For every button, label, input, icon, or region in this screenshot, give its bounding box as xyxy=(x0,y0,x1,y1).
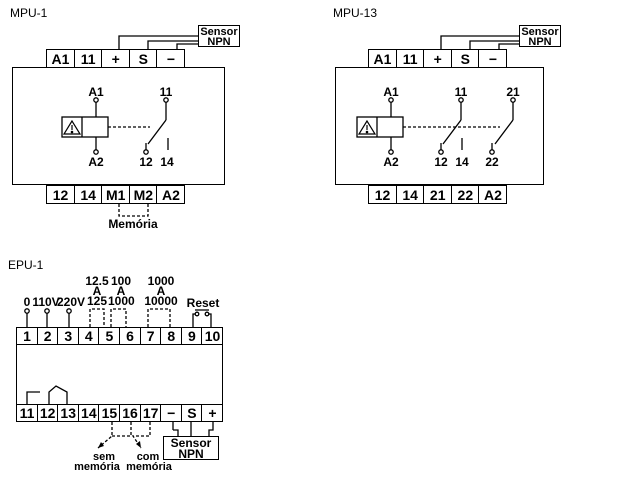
epu1-terminal-4: 4 xyxy=(77,327,100,345)
epu1-range3-top: 1000 xyxy=(147,274,175,288)
epu1-bottom-terminals: 11 12 13 14 15 16 17 − S + xyxy=(16,404,224,422)
mpu1-label-a1: A1 xyxy=(88,85,104,99)
epu1-body xyxy=(16,343,223,405)
mpu13-bottom-terminals: 12 14 21 22 A2 xyxy=(368,185,508,204)
mpu1-label-14: 14 xyxy=(160,155,174,169)
epu1-sem-memoria-line1: sem xyxy=(92,451,116,463)
epu1-voltage-0: 0 xyxy=(23,295,31,309)
mpu1-contact-blade xyxy=(147,119,167,145)
epu1-com-memoria-arrow xyxy=(136,441,141,448)
epu1-range2-mid: A xyxy=(116,284,126,298)
mpu13-terminal-a2: A2 xyxy=(478,185,508,204)
mpu1-wire-plus xyxy=(118,35,198,49)
mpu1-terminal-a2: A2 xyxy=(156,185,186,204)
epu1-top-terminals: 1 2 3 4 5 6 7 8 9 10 xyxy=(16,327,224,345)
mpu1-body xyxy=(12,67,225,185)
epu1-sensor-line2: NPN xyxy=(178,447,204,461)
mpu1-warning-icon xyxy=(62,119,82,135)
mpu13-label-12: 12 xyxy=(434,155,448,169)
mpu13-label-14: 14 xyxy=(455,155,469,169)
mpu1-memory-jumper xyxy=(118,204,149,217)
mpu1-title: MPU-1 xyxy=(10,6,48,20)
mpu1-terminal-14: 14 xyxy=(73,185,103,204)
epu1-terminal-10: 10 xyxy=(201,327,224,345)
mpu13-warning-icon xyxy=(357,119,377,135)
mpu1-wire-s xyxy=(147,40,198,49)
mpu13-contact2-blade xyxy=(494,119,514,145)
mpu1-terminal-12: 12 xyxy=(46,185,75,204)
mpu13-terminal-plus: + xyxy=(423,49,453,68)
mpu13-title: MPU-13 xyxy=(333,6,378,20)
mpu1-label-12: 12 xyxy=(139,155,153,169)
mpu1-sensor-npn: Sensor NPN xyxy=(198,25,240,48)
epu1-reset-label: Reset xyxy=(186,296,220,310)
epu1-term-0v xyxy=(24,308,30,314)
mpu13-label-a1: A1 xyxy=(383,85,399,99)
mpu1-sensor-line2: NPN xyxy=(207,36,231,48)
epu1-com-memoria-line2: memória xyxy=(126,461,172,473)
epu1-terminal-15: 15 xyxy=(98,404,121,422)
epu1-term-220v xyxy=(66,308,72,314)
epu1-terminal-9: 9 xyxy=(180,327,203,345)
epu1-range1-top: 12.5 xyxy=(85,274,109,288)
mpu13-sensor-npn: Sensor NPN xyxy=(519,25,561,48)
epu1-sem-memoria-arrow xyxy=(98,442,104,448)
epu1-range2-bottom: 1000 xyxy=(108,294,135,308)
epu1-wire-plus xyxy=(208,422,214,436)
epu1-jumper-4-5 xyxy=(89,308,105,327)
mpu1-terminal-m1: M1 xyxy=(101,185,131,204)
mpu13-terminal-21: 21 xyxy=(423,185,453,204)
epu1-jumper-5-6 xyxy=(110,308,127,327)
mpu13-label-22: 22 xyxy=(485,155,499,169)
epu1-voltage-220v: 220V xyxy=(57,295,86,309)
mpu13-label-21: 21 xyxy=(506,85,520,99)
epu1-range3-mid: A xyxy=(156,284,166,298)
mpu13-label-11: 11 xyxy=(454,85,468,99)
epu1-terminal-plus: + xyxy=(201,404,224,422)
epu1-terminal-17: 17 xyxy=(139,404,162,422)
mpu13-label-a2: A2 xyxy=(383,155,399,169)
epu1-com-memoria-jumper xyxy=(131,422,151,449)
mpu1-label-11: 11 xyxy=(159,85,173,99)
epu1-internal-contact xyxy=(26,391,40,404)
epu1-range2-top: 100 xyxy=(110,274,132,288)
mpu13-terminal-12: 12 xyxy=(368,185,397,204)
epu1-term-110v xyxy=(44,308,50,314)
mpu13-sensor-line1: Sensor xyxy=(521,26,559,38)
mpu13-terminal-22: 22 xyxy=(450,185,480,204)
epu1-terminal-13: 13 xyxy=(57,404,80,422)
mpu13-sensor-line2: NPN xyxy=(528,36,552,48)
epu1-sensor-line1: Sensor xyxy=(170,436,212,450)
mpu1-wire-minus xyxy=(176,43,198,49)
epu1-range1-mid: A xyxy=(92,284,102,298)
mpu1-terminal-minus: − xyxy=(156,49,186,68)
mpu1-bottom-terminals: 12 14 M1 M2 A2 xyxy=(46,185,186,204)
mpu13-terminal-minus: − xyxy=(478,49,508,68)
epu1-voltage-110v: 110V xyxy=(32,295,60,309)
mpu1-memory-label: Memória xyxy=(108,217,158,231)
mpu13-top-terminals: A1 11 + S − xyxy=(368,49,508,68)
epu1-terminal-8: 8 xyxy=(160,327,183,345)
mpu1-sensor-line1: Sensor xyxy=(200,26,238,38)
mpu13-wire-s xyxy=(469,40,519,49)
epu1-jumper-7-8 xyxy=(147,308,171,327)
mpu13-contact1-blade xyxy=(442,119,462,145)
epu1-title: EPU-1 xyxy=(8,258,44,272)
mpu1-top-terminals: A1 11 + S − xyxy=(46,49,186,68)
mpu1-label-a2: A2 xyxy=(88,155,104,169)
epu1-com-memoria-line1: com xyxy=(136,451,160,463)
mpu13-wire-minus xyxy=(498,43,519,49)
epu1-sensor-npn: Sensor NPN xyxy=(163,436,219,460)
epu1-sem-memoria-line2: memória xyxy=(74,461,120,473)
mpu1-terminal-plus: + xyxy=(101,49,131,68)
epu1-range1-bottom: 125 xyxy=(86,294,108,308)
mpu1-terminal-a1: A1 xyxy=(46,49,75,68)
mpu13-wire-plus xyxy=(440,35,519,49)
epu1-sem-memoria-jumper xyxy=(97,422,113,449)
epu1-range3-bottom: 10000 xyxy=(144,294,178,308)
